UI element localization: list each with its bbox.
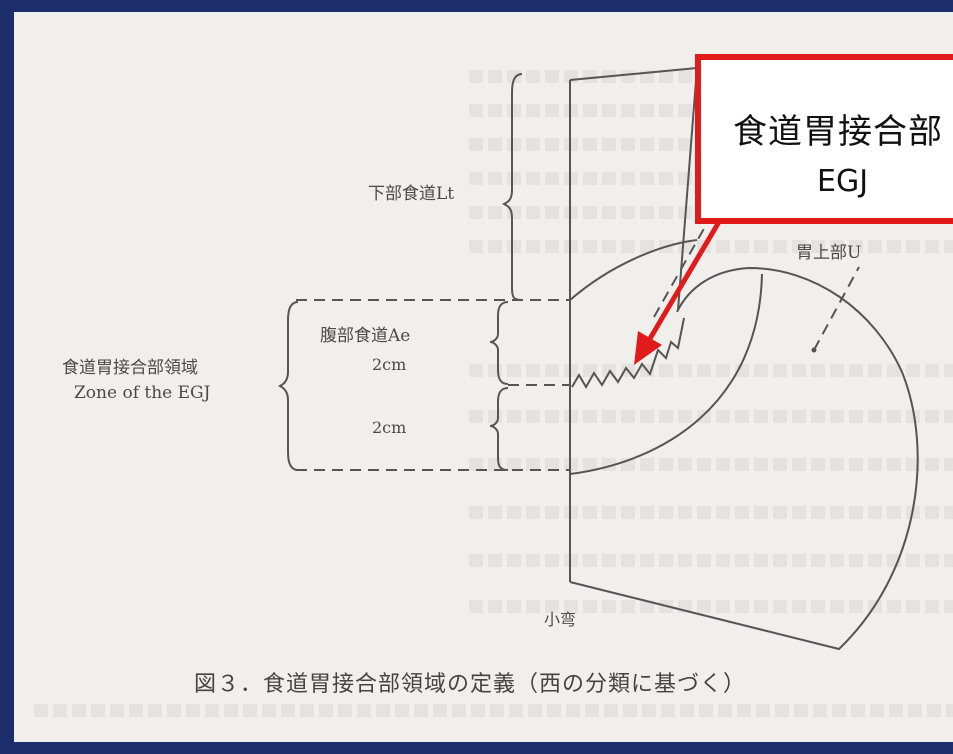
red-arrow — [634, 207, 729, 365]
background-text-line — [469, 506, 953, 519]
label-length-lower: 2cm — [372, 418, 407, 437]
pointer-dot — [811, 347, 817, 353]
label-lesser-curvature: 小弯 — [544, 610, 577, 629]
label-zone-en: Zone of the EGJ — [74, 383, 211, 403]
label-zone-jp: 食道胃接合部領域 — [62, 358, 198, 378]
background-text-line — [469, 364, 953, 377]
label-abdominal-esophagus: 腹部食道Ae — [320, 326, 411, 346]
figure-caption: 図３．食道胃接合部領域の定義（西の分類に基づく） — [194, 672, 747, 697]
zigzag-junction-line — [571, 317, 685, 389]
callout-title-en: EGJ — [817, 164, 869, 199]
esophagus-outline — [569, 66, 699, 311]
dashed-pointer-upper-stomach — [813, 266, 860, 351]
brace-abdominal-segment — [489, 301, 509, 385]
background-text-line — [469, 600, 953, 613]
brace-gastric-segment — [489, 387, 509, 471]
background-text-line — [34, 704, 953, 717]
label-length-upper: 2cm — [372, 355, 407, 374]
background-text-line — [469, 240, 953, 253]
egj-callout-box: 食道胃接合部 EGJ — [695, 54, 953, 224]
background-text-line — [469, 554, 953, 567]
esophagus-mucosa-line — [569, 239, 698, 301]
label-upper-stomach: 胃上部U — [796, 243, 862, 263]
background-text-line — [469, 458, 953, 471]
brace-egj-zone — [277, 301, 299, 471]
stomach-outline — [569, 266, 919, 651]
brace-lower-esophagus — [501, 73, 523, 301]
background-text-line — [469, 410, 953, 423]
label-lower-esophagus: 下部食道Lt — [368, 184, 455, 204]
scanned-figure-page: 下部食道Lt 胃上部U 腹部食道Ae 2cm 2cm 食道胃接合部領域 Zone… — [14, 12, 953, 742]
stomach-inner-line — [569, 273, 763, 475]
callout-title-jp: 食道胃接合部 — [733, 112, 943, 152]
